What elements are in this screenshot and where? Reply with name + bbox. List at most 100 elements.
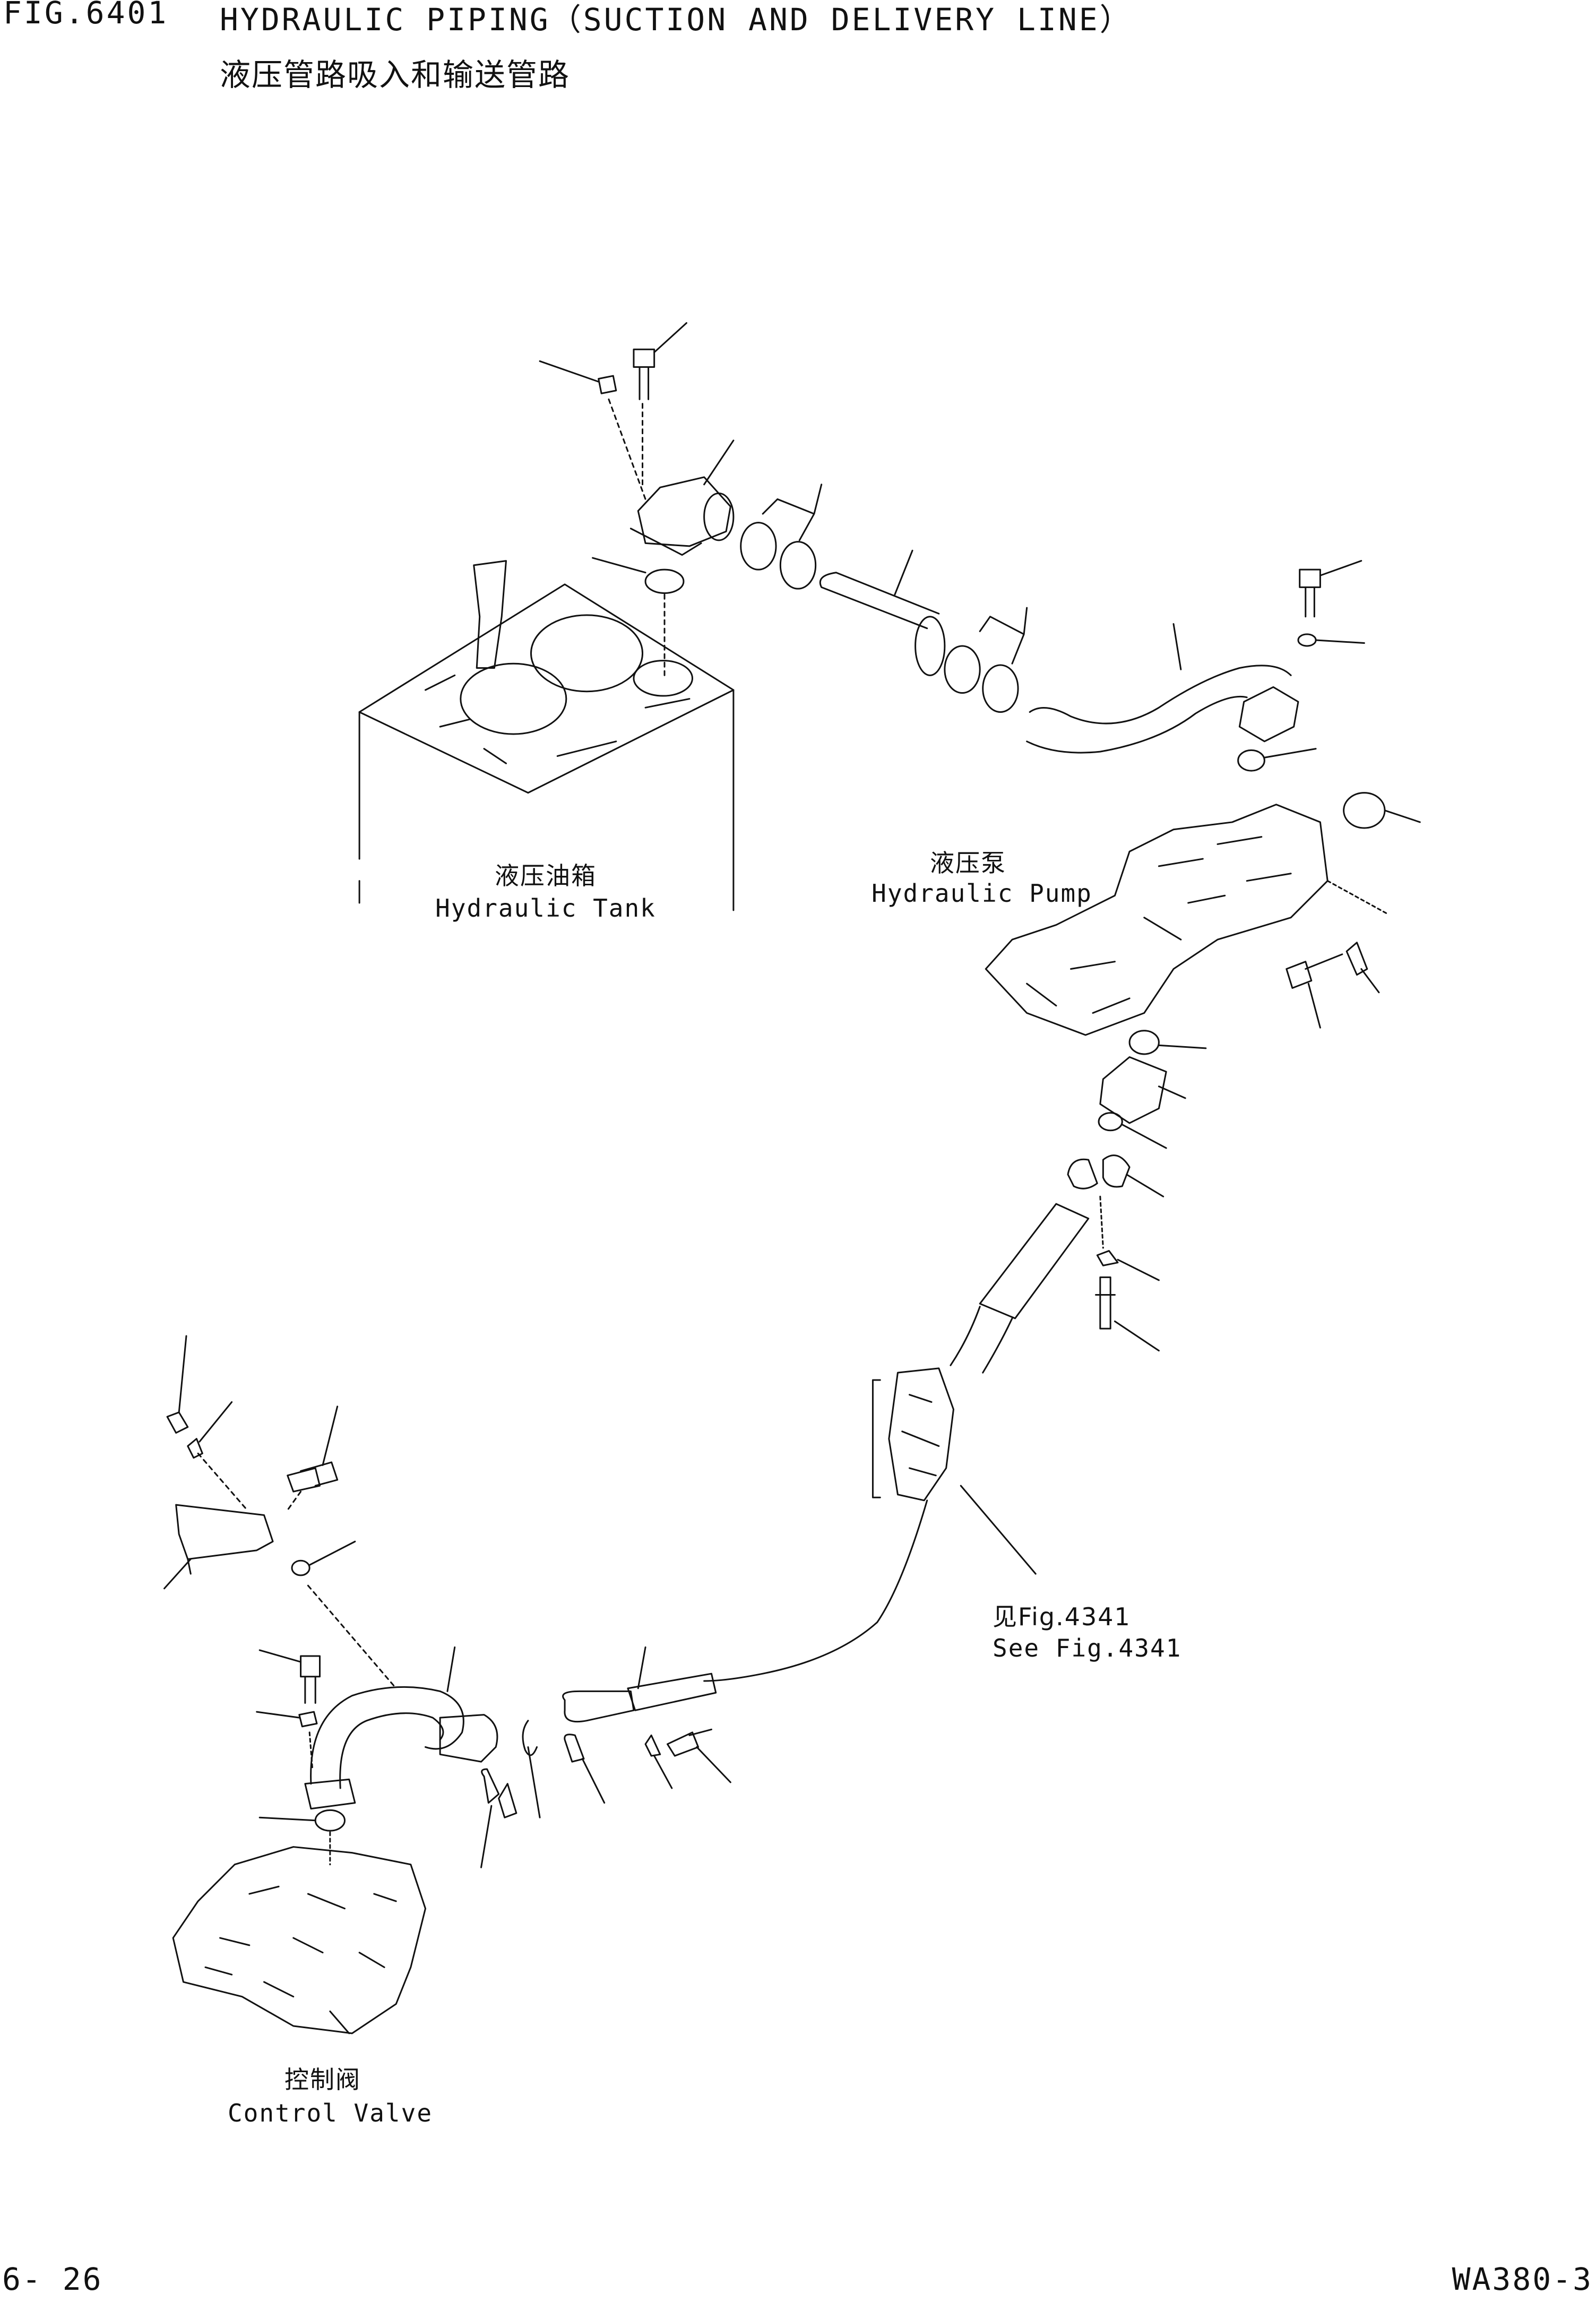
hydraulic-pump-part	[986, 793, 1420, 1035]
pump-oring	[1344, 793, 1385, 828]
clamp-leader-2	[980, 608, 1026, 663]
clamp-1	[741, 523, 776, 570]
split-flange-3-leader	[582, 1759, 604, 1803]
bolt-9	[301, 1656, 320, 1703]
flange-block-leader	[1159, 1087, 1185, 1098]
oring-4-leader	[1122, 1125, 1166, 1148]
oring-3-leader	[1159, 1045, 1205, 1048]
tank-detail-lines	[425, 675, 689, 763]
hydraulic-tank-part	[359, 561, 734, 910]
label-hydraulic-tank-zh: 液压油箱	[495, 861, 597, 890]
suction-tube-part	[1027, 561, 1365, 771]
split-flange-1	[1068, 1159, 1097, 1188]
clamp-2	[780, 542, 815, 589]
control-valve-body	[173, 1847, 425, 2033]
clamp-leader-1	[763, 485, 822, 540]
oring-1-leader	[593, 558, 645, 573]
lower-hose-fitting	[563, 1691, 634, 1721]
oring-5-leader	[528, 1747, 540, 1817]
label-see-fig-zh: 见Fig.4341	[993, 1602, 1131, 1631]
page-number: 6- 26	[2, 2261, 103, 2297]
tank-breather-pipe	[474, 561, 506, 668]
label-hydraulic-pump-en: Hydraulic Pump	[872, 879, 1092, 908]
washer-3	[1347, 943, 1367, 975]
split-flange-5	[499, 1784, 516, 1818]
bracket-leader	[165, 1559, 191, 1588]
suction-elbow-assembly	[540, 323, 734, 676]
washer-2	[1298, 634, 1316, 646]
washer-1-leader	[540, 361, 599, 382]
split-flange-4	[482, 1769, 499, 1803]
oring-4	[1099, 1113, 1122, 1131]
oring-7-leader	[260, 1817, 315, 1821]
suction-hose-assembly	[741, 485, 1027, 712]
oring-3	[1129, 1031, 1159, 1054]
oring-5	[523, 1721, 537, 1755]
pump-details	[1027, 837, 1291, 1013]
control-valve-details	[205, 1886, 396, 2033]
washer-2-leader	[1316, 640, 1364, 643]
split-flange-leader	[1127, 1175, 1163, 1196]
washer-5-leader	[1118, 1260, 1159, 1280]
bolt-8	[288, 1462, 338, 1491]
flange-block	[1100, 1057, 1166, 1123]
mid-valve-body	[889, 1368, 954, 1501]
dash-1	[1100, 1196, 1103, 1248]
figure-title-english: HYDRAULIC PIPING（SUCTION AND DELIVERY LI…	[220, 2, 1133, 38]
bolt-5-leader	[1115, 1321, 1159, 1350]
lower-hose	[628, 1674, 716, 1710]
dash-3	[309, 1732, 313, 1769]
pump-dash	[1327, 881, 1386, 913]
tube-flange-2	[305, 1779, 355, 1808]
split-flange-4-leader	[481, 1806, 491, 1867]
washer-9-leader	[257, 1712, 299, 1718]
washer-3-leader	[1361, 969, 1379, 993]
bolt-9-leader	[260, 1650, 300, 1662]
tank-port-large	[531, 615, 642, 692]
suction-hose	[820, 573, 939, 628]
oring-7	[315, 1810, 344, 1831]
label-control-valve-zh: 控制阀	[284, 2065, 361, 2094]
split-flange-2	[1103, 1156, 1129, 1187]
label-control-valve-en: Control Valve	[227, 2099, 433, 2127]
bolt-3-leader	[1308, 984, 1320, 1028]
split-flange-3	[565, 1735, 584, 1762]
delivery-fittings	[951, 1031, 1206, 1373]
washer-7	[188, 1439, 203, 1458]
bracket	[176, 1505, 273, 1574]
oring-6-leader	[309, 1541, 355, 1565]
tube-leader	[1174, 624, 1181, 670]
figure-title-chinese: 液压管路吸入和输送管路	[220, 57, 571, 93]
clamp-4	[983, 665, 1018, 712]
washer-1	[599, 376, 616, 393]
control-valve-part	[173, 1847, 425, 2033]
label-hydraulic-pump-zh: 液压泵	[930, 849, 1006, 877]
bolt-axis-dash	[609, 399, 645, 499]
bolt-2	[1300, 570, 1321, 617]
oring-2-leader	[1264, 749, 1316, 758]
suction-tube	[1027, 666, 1291, 753]
pump-body	[986, 805, 1327, 1035]
washer-9	[299, 1712, 317, 1727]
lower-hose-leader	[638, 1647, 645, 1688]
bolt-1	[634, 349, 654, 399]
tank-port-left	[461, 663, 566, 734]
suction-hose-leader	[895, 550, 912, 594]
clamp-3	[945, 646, 980, 693]
bolt-6	[668, 1729, 712, 1756]
washer-6	[645, 1735, 660, 1756]
model-number: WA380-3	[1452, 2261, 1593, 2297]
tank-top-outline	[359, 584, 734, 793]
oring-6	[292, 1560, 309, 1575]
bolt-6-leader	[697, 1747, 731, 1782]
pump-oring-leader	[1385, 811, 1420, 822]
mid-valve-part	[704, 1368, 1036, 1681]
bracket-dash	[198, 1453, 300, 1512]
washer-5	[1097, 1251, 1118, 1266]
bolt-7-head	[167, 1412, 188, 1433]
tube-elbow-end	[440, 1715, 497, 1762]
mid-valve-details	[902, 1395, 939, 1476]
bolt-5	[1096, 1277, 1115, 1329]
washer-6-leader	[654, 1756, 672, 1788]
